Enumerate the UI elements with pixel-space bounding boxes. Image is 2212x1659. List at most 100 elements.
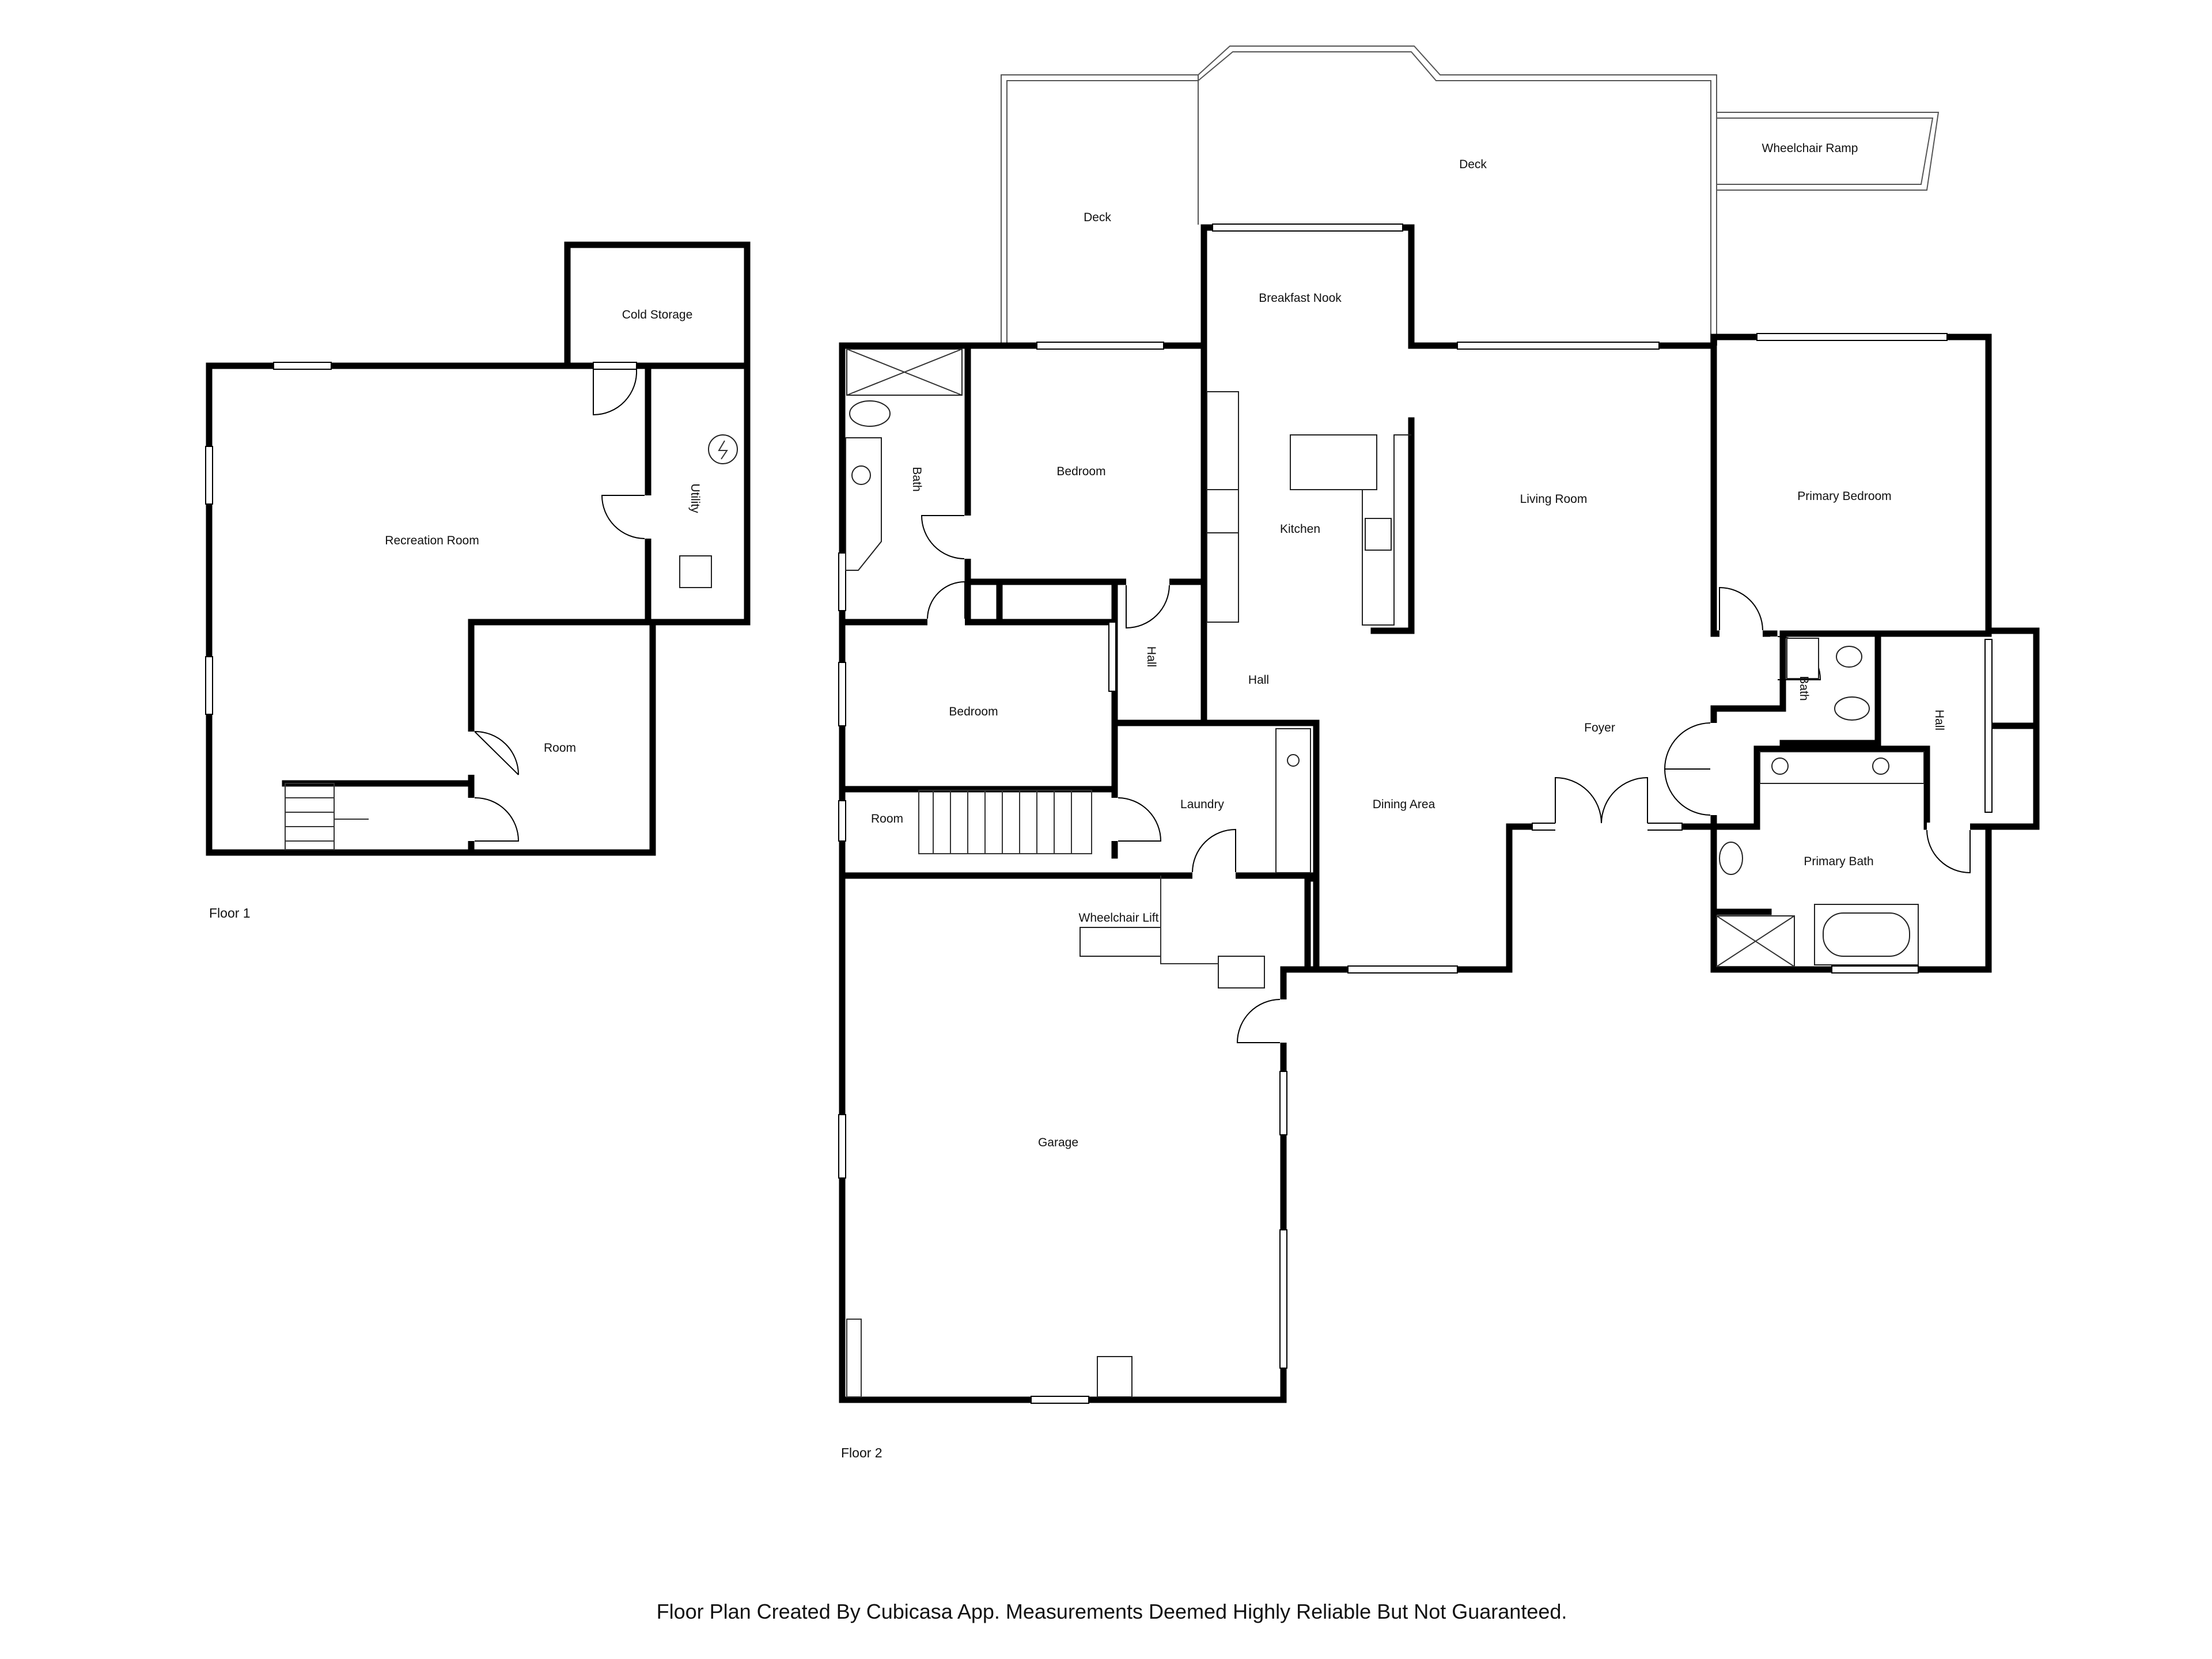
window: [1347, 965, 1458, 974]
window: [1279, 1071, 1287, 1135]
room-label-deck-left: Deck: [1084, 211, 1111, 224]
window: [1031, 1396, 1089, 1404]
lift-step: [1218, 956, 1265, 988]
room-label-hall-right: Hall: [1933, 710, 1946, 730]
floor2-plan: Deck Deck Wheelchair Ramp Breakfast Nook…: [838, 46, 2040, 1460]
floor1-room-wall: [468, 619, 656, 856]
door: [601, 495, 652, 539]
vanity: [845, 437, 882, 571]
laundry-counter: [1275, 728, 1311, 873]
window: [1108, 622, 1116, 692]
floor2-outer-wall: [839, 224, 2040, 1403]
room-label-bath-right: Bath: [1797, 676, 1810, 700]
sink-icon: [851, 465, 871, 485]
door: [1719, 586, 1763, 638]
floor1-label: Floor 1: [209, 906, 251, 921]
room-label-primary-bedroom: Primary Bedroom: [1797, 490, 1891, 503]
window: [1036, 342, 1164, 350]
door: [1236, 999, 1287, 1043]
sink-icon: [1836, 646, 1862, 668]
lift-rail: [1160, 876, 1218, 964]
window: [1756, 333, 1948, 341]
room-label-breakfast-nook: Breakfast Nook: [1259, 291, 1342, 305]
toilet-icon: [1834, 696, 1870, 721]
window: [838, 552, 846, 611]
door: [921, 515, 972, 559]
garage-shelf: [846, 1319, 862, 1397]
wall-primary-bath-top: [1710, 745, 1760, 830]
window: [1984, 639, 1993, 813]
room-label-kitchen: Kitchen: [1280, 522, 1320, 536]
island-counter: [1290, 434, 1377, 490]
window: [1212, 224, 1403, 232]
vanity: [1786, 638, 1819, 679]
door: [927, 581, 965, 626]
room-label-primary-bath: Primary Bath: [1804, 855, 1873, 868]
room-label-room: Room: [871, 812, 903, 825]
room-label-hall-left: Hall: [1145, 646, 1158, 667]
door: [1126, 578, 1170, 629]
door: [1111, 797, 1162, 842]
wheelchair-ramp-outline-inner: [1717, 118, 1934, 185]
room-label-utility: Utility: [688, 483, 702, 513]
room-label-laundry: Laundry: [1180, 798, 1224, 811]
door: [1192, 828, 1236, 880]
room-label-foyer: Foyer: [1584, 721, 1615, 734]
deck-right-outline: [1198, 46, 1717, 346]
room-label-living-room: Living Room: [1520, 493, 1588, 506]
window: [838, 1114, 846, 1179]
room-label-bath-left: Bath: [910, 467, 923, 491]
room-label-deck-right: Deck: [1459, 158, 1487, 171]
window: [205, 656, 213, 715]
lightning-icon: [718, 440, 728, 460]
floor2-label: Floor 2: [841, 1445, 882, 1460]
door: [467, 797, 520, 842]
window: [273, 362, 332, 370]
door: [467, 730, 519, 775]
window: [1831, 965, 1919, 974]
room-label-recreation-room: Recreation Room: [385, 534, 479, 547]
floor1-plan: Recreation Room Cold Storage Utility Roo…: [205, 241, 751, 921]
double-door: [1555, 777, 1648, 831]
door: [593, 362, 638, 416]
deck-left-outline-inner: [1006, 80, 1198, 346]
footer-disclaimer: Floor Plan Created By Cubicasa App. Meas…: [657, 1600, 1567, 1623]
deck-left-outline: [1001, 74, 1199, 346]
room-label-garage: Garage: [1038, 1136, 1078, 1149]
sink-icon: [1365, 518, 1392, 551]
room-label-room: Room: [544, 741, 576, 755]
garage-unit: [1097, 1356, 1132, 1397]
door: [1926, 823, 1971, 874]
room-label-wheelchair-ramp: Wheelchair Ramp: [1762, 142, 1858, 155]
room-label-cold-storage: Cold Storage: [622, 308, 693, 321]
room-label-bedroom-lower: Bedroom: [949, 705, 998, 718]
window: [1457, 342, 1660, 350]
deck-right-outline-inner: [1198, 51, 1711, 346]
stove-icon: [1206, 489, 1239, 533]
stairs: [918, 790, 1092, 854]
sink-icon: [1872, 757, 1889, 775]
sink-icon: [1287, 754, 1300, 767]
toilet-icon: [1719, 842, 1743, 875]
window: [205, 446, 213, 505]
double-door: [1664, 722, 1718, 816]
wall-bath-right-block: [1710, 630, 1881, 752]
wall-lift: [1280, 966, 1320, 1058]
room-label-wheelchair-lift: Wheelchair Lift: [1079, 911, 1159, 925]
water-heater-icon: [708, 434, 738, 464]
toilet-icon: [849, 400, 891, 427]
room-label-bedroom-upper: Bedroom: [1056, 465, 1105, 478]
floor1-outer-wall: [206, 241, 751, 856]
sink-icon: [1771, 757, 1789, 775]
stairs: [285, 783, 369, 850]
wheelchair-lift-platform: [1080, 927, 1161, 957]
bathtub-inner: [1823, 912, 1910, 957]
dining-area-wall: [1313, 823, 1513, 973]
window: [838, 800, 846, 842]
furnace-icon: [679, 555, 712, 588]
room-label-dining-area: Dining Area: [1373, 798, 1435, 811]
wheelchair-ramp-outline: [1717, 112, 1940, 191]
room-label-hall-center: Hall: [1248, 673, 1269, 687]
window: [838, 662, 846, 726]
